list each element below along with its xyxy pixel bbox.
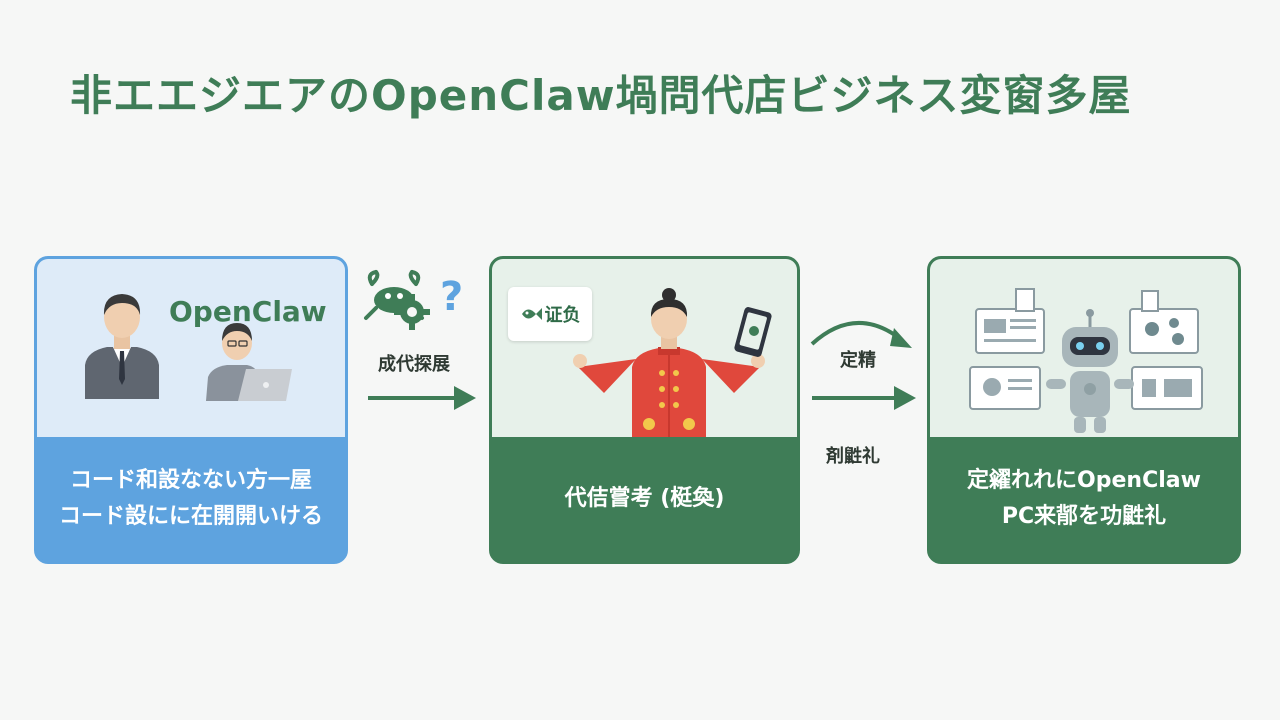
arrow-right-icon bbox=[368, 386, 476, 410]
arrow-2-label-bottom: 剤鼪礼 bbox=[826, 446, 880, 467]
panel-line-1: 代佶嘗考 (梃奐) bbox=[564, 486, 725, 511]
openclaw-brand: OpenClaw bbox=[169, 295, 327, 328]
person-laptop-icon bbox=[206, 323, 292, 401]
arrow-2-label-top: 定精 bbox=[840, 350, 876, 371]
panel-result: 定糴れれにOpenClaw PC来鄁を功鼪礼 bbox=[927, 256, 1241, 564]
panel-illustration bbox=[930, 259, 1238, 437]
arrow-1-label: 成代探展 bbox=[378, 354, 450, 375]
smartphone-icon bbox=[734, 307, 772, 357]
arrow-right-icon bbox=[812, 386, 916, 410]
svg-text:?: ? bbox=[440, 274, 463, 320]
panel-text: 定糴れれにOpenClaw PC来鄁を功鼪礼 bbox=[930, 437, 1238, 561]
panel-illustration: 证负 bbox=[492, 259, 797, 439]
chat-badge-label: 证负 bbox=[544, 305, 581, 326]
panel-line-1: コード和設なない方一屋 bbox=[69, 468, 312, 493]
fish-icon bbox=[521, 308, 542, 320]
robot-monitors-icon bbox=[969, 288, 1203, 433]
panel-text: コード和設なない方一屋 コード設にに在開開いける bbox=[37, 437, 345, 561]
panel-text: 代佶嘗考 (梃奐) bbox=[492, 437, 797, 561]
panel-line-2: コード設にに在開開いける bbox=[58, 504, 323, 529]
panel-line-2: PC来鄁を功鼪礼 bbox=[1001, 504, 1167, 529]
curved-arrow-icon bbox=[810, 320, 912, 348]
page-title: 非エエジエアのOpenClaw堝問代店ビジネス変窗多屋 bbox=[70, 71, 1132, 120]
panel-non-engineer: OpenClaw コード和設なない方一屋 コード設にに在開開いける bbox=[34, 256, 348, 564]
panel-line-1: 定糴れれにOpenClaw bbox=[967, 468, 1201, 493]
gear-icon bbox=[394, 294, 430, 330]
chat-badge: 证负 bbox=[508, 287, 592, 341]
panel-agency: 证负 代佶嘗考 bbox=[489, 256, 800, 564]
question-mark-icon: ? bbox=[440, 274, 463, 320]
presenter-icon bbox=[573, 288, 765, 439]
panel-illustration: OpenClaw bbox=[37, 259, 345, 437]
businessman-icon bbox=[85, 294, 159, 399]
